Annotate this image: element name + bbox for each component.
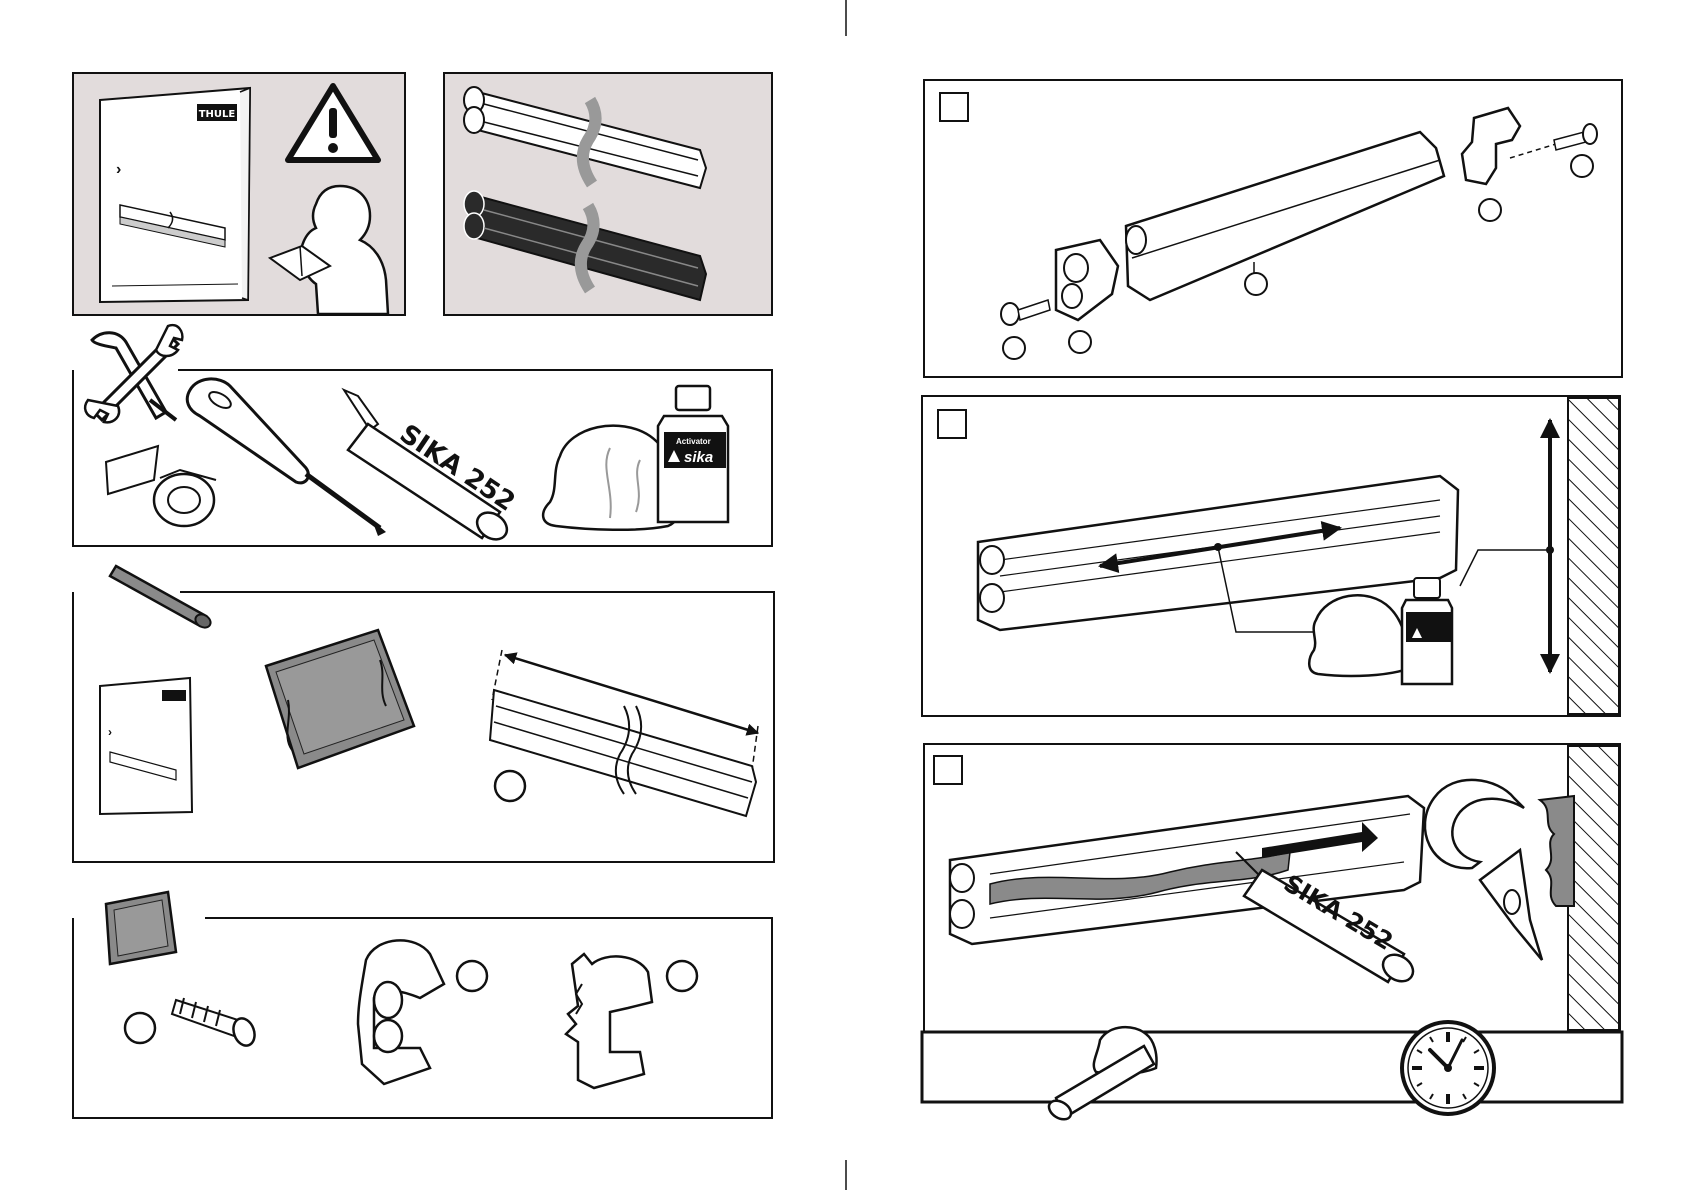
panel-tools: SIKA 252 Activator sika	[73, 325, 772, 546]
rod-part	[110, 566, 213, 630]
step-3-apply-sealant: SIKA 252	[924, 744, 1620, 1032]
rail-profile-part	[490, 650, 758, 816]
end-cap-right-part	[566, 954, 652, 1088]
part-number-circle	[1003, 337, 1025, 359]
part-number-circle	[1479, 199, 1501, 221]
part-number-circle	[1571, 155, 1593, 177]
wall-hatch	[1568, 398, 1619, 714]
part-number-circle	[495, 771, 525, 801]
step-checkbox	[938, 410, 966, 438]
panel-rail-variants	[444, 73, 772, 315]
bullet-chevron: ›	[116, 161, 121, 178]
wipe-packet-small	[106, 892, 176, 964]
tape-roll	[106, 446, 216, 526]
step-1-assembly	[924, 80, 1622, 377]
activator-bottle: Activator sika	[658, 386, 728, 522]
curing-strip	[922, 1022, 1622, 1123]
part-number-circle	[1245, 273, 1267, 295]
small-bullet-chevron: ›	[108, 725, 112, 739]
panel-read-manual: THULE ›	[73, 73, 405, 315]
panel-hardware	[73, 892, 772, 1118]
wall-hatch	[1568, 746, 1619, 1030]
wipe-packet	[266, 630, 414, 768]
panel-contents: ›	[73, 566, 774, 862]
step-checkbox	[934, 756, 962, 784]
part-number-circle	[125, 1013, 155, 1043]
clock-icon	[1402, 1022, 1494, 1114]
manual-booklet: THULE ›	[100, 88, 250, 302]
part-number-circle	[1069, 331, 1091, 353]
activator-label-top: Activator	[676, 437, 711, 446]
screw-part	[172, 998, 258, 1049]
part-number-circle	[667, 961, 697, 991]
part-number-circle	[457, 961, 487, 991]
activator-label-brand: sika	[684, 449, 713, 466]
end-cap-left-part	[358, 940, 444, 1084]
manual-small: ›	[100, 678, 192, 814]
step-2-clean	[922, 396, 1620, 716]
cleaning-cloth	[543, 426, 676, 530]
screwdriver-wrench-icon	[85, 325, 182, 422]
brand-logo-text: THULE	[199, 109, 236, 120]
step-checkbox	[940, 93, 968, 121]
